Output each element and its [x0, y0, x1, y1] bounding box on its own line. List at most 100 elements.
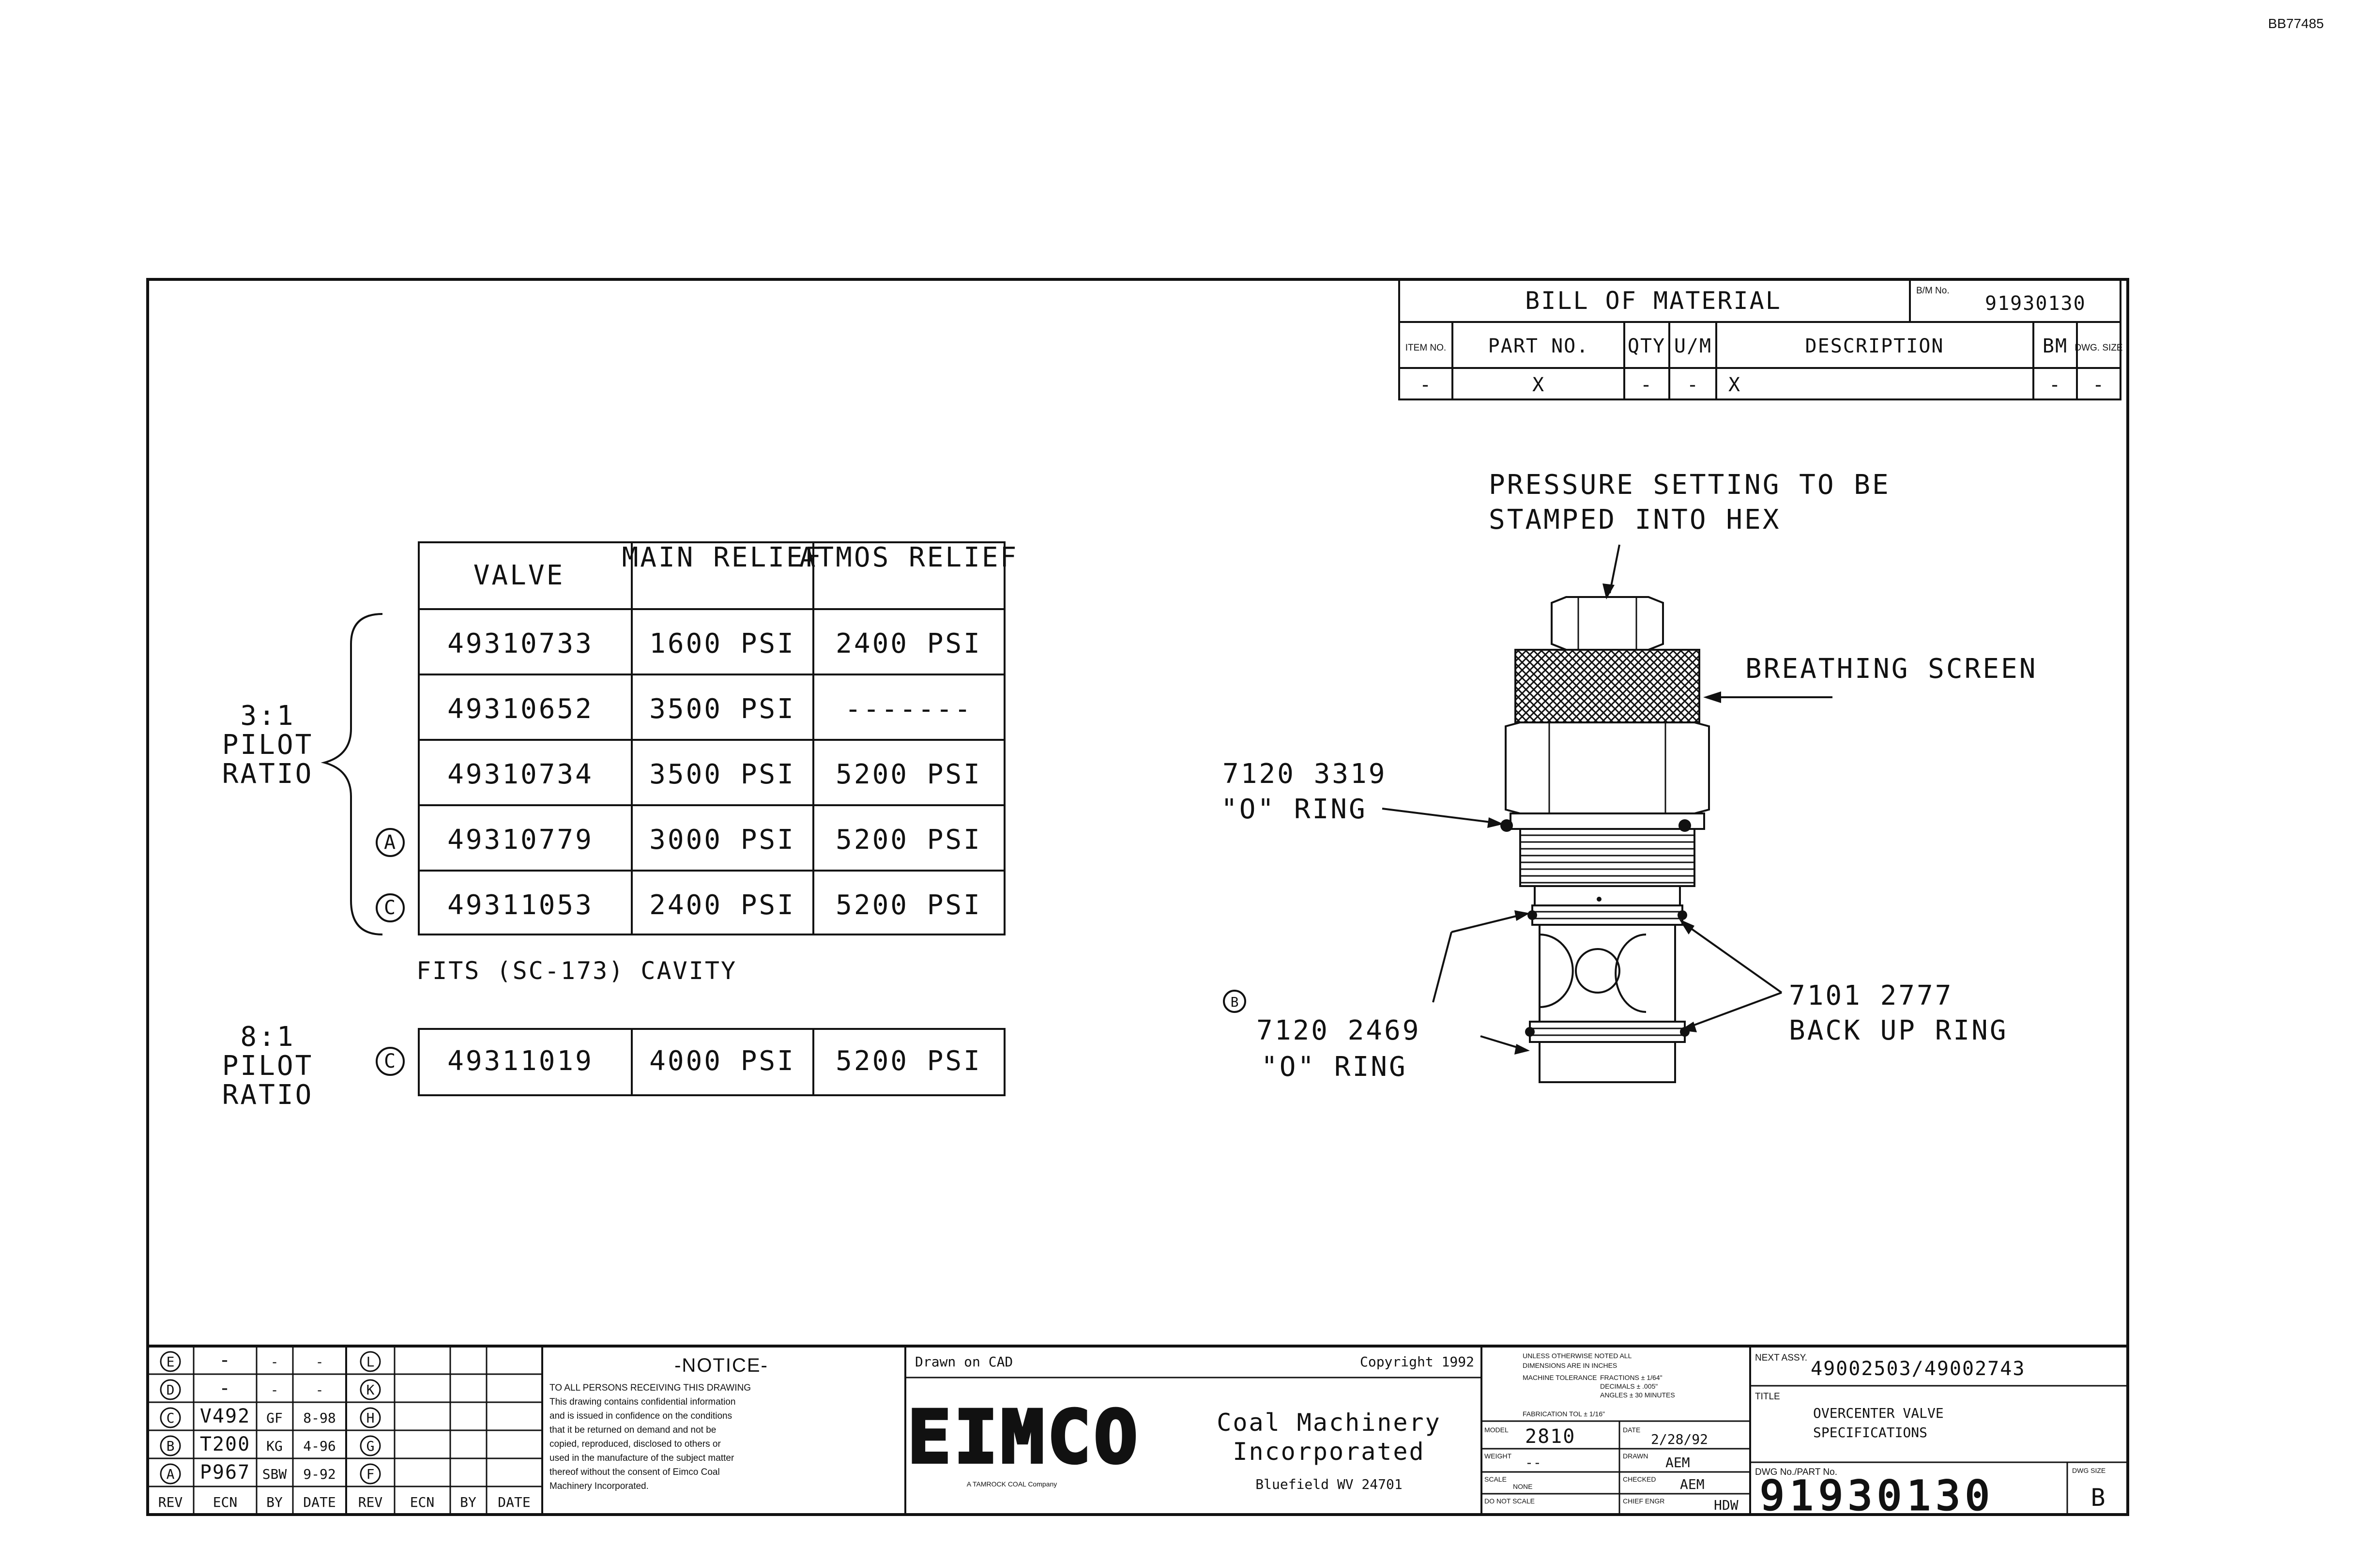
- revision-ecn: T200: [200, 1433, 250, 1455]
- revision-date: 9-92: [303, 1466, 336, 1482]
- notice-line: used in the manufacture of the subject m…: [549, 1453, 734, 1463]
- valve-number: 49310652: [447, 693, 594, 725]
- weight-value: --: [1525, 1455, 1541, 1470]
- notice-line: copied, reproduced, disclosed to others …: [549, 1439, 721, 1449]
- atmos-relief-value: 2400 PSI: [836, 628, 982, 659]
- drawing-border: [146, 278, 2129, 1516]
- bm-number-label: B/M No.: [1916, 286, 1950, 296]
- bom-title: BILL OF MATERIAL: [1525, 287, 1782, 315]
- dwg-size: B: [2090, 1484, 2106, 1512]
- revision-by: KG: [266, 1438, 283, 1454]
- notice-line: TO ALL PERSONS RECEIVING THIS DRAWING: [549, 1383, 751, 1393]
- ratio-31-line1: 3:1: [240, 700, 295, 732]
- revision-letter: E: [167, 1354, 175, 1370]
- pressure-callout-line2: STAMPED INTO HEX: [1489, 504, 1781, 536]
- next-assembly: 49002503/49002743: [1811, 1358, 2025, 1380]
- revision-ecn: -: [219, 1377, 231, 1399]
- title-line1: OVERCENTER VALVE: [1813, 1405, 1944, 1421]
- revision-footer-label: ECN: [213, 1494, 238, 1510]
- oring-top-number: 7120 3319: [1222, 758, 1387, 790]
- fabrication-tolerance: FABRICATION TOL ± 1/16": [1523, 1410, 1605, 1418]
- revision-circle: [360, 1379, 381, 1400]
- revision-by: -: [271, 1354, 279, 1370]
- group-brace: [320, 613, 383, 935]
- valve-cartridge-drawing: [1500, 596, 1710, 1083]
- bom-row-um: -: [1687, 374, 1699, 396]
- bill-of-material: BILL OF MATERIAL B/M No. 91930130 ITEM N…: [1398, 278, 2123, 400]
- ratio-31-line3: RATIO: [222, 758, 314, 790]
- revision-ecn: P967: [200, 1461, 250, 1484]
- notice-line: thereof without the consent of Eimco Coa…: [549, 1467, 720, 1477]
- company-name-line1: Coal Machinery: [1217, 1409, 1441, 1437]
- notice-line: Machinery Incorporated.: [549, 1481, 649, 1491]
- callouts: PRESSURE SETTING TO BE STAMPED INTO HEX …: [1221, 469, 2035, 1083]
- row-marker: A: [384, 831, 397, 854]
- revision-footer-label: REV: [158, 1494, 183, 1510]
- model-value: 2810: [1525, 1425, 1575, 1448]
- notice-line: that it be returned on demand and not be: [549, 1425, 716, 1435]
- bom-row-qty: -: [1640, 374, 1653, 396]
- revision-circle: [360, 1351, 381, 1372]
- copyright: Copyright 1992: [1360, 1354, 1474, 1370]
- dwg-number: 91930130: [1760, 1472, 1995, 1519]
- oring-bottom-number: 7120 2469: [1256, 1015, 1420, 1046]
- row-81-atmos-relief: 5200 PSI: [836, 1045, 982, 1077]
- drawn-label: DRAWN: [1623, 1452, 1648, 1460]
- revision-letter-right: L: [366, 1354, 375, 1370]
- drawing-title-block: NEXT ASSY. 49002503/49002743 TITLE OVERC…: [1749, 1346, 2128, 1520]
- bom-header-um: U/M: [1674, 335, 1712, 357]
- bom-row-description: X: [1728, 374, 1741, 396]
- checked-value: AEM: [1680, 1476, 1705, 1492]
- revision-footer-label: REV: [358, 1494, 383, 1510]
- revision-circle: [360, 1435, 381, 1456]
- do-not-scale: DO NOT SCALE: [1484, 1497, 1535, 1505]
- revision-date: -: [316, 1354, 324, 1370]
- machine-tolerance-label: MACHINE TOLERANCE: [1523, 1374, 1597, 1381]
- company-name-line2: Incorporated: [1233, 1438, 1425, 1466]
- row-marker-circle: [376, 828, 405, 857]
- revision-by: SBW: [262, 1466, 287, 1482]
- row-81-valve: 49311019: [447, 1045, 594, 1077]
- revision-letter: B: [167, 1438, 175, 1454]
- valve-header: VALVE: [473, 560, 565, 591]
- revision-circle: [360, 1463, 381, 1485]
- scale-value: NONE: [1513, 1483, 1532, 1490]
- revision-by: -: [271, 1382, 279, 1398]
- eimco-logo: EIMCO: [907, 1395, 1141, 1480]
- revision-letter-right: G: [366, 1438, 375, 1454]
- chief-engineer-value: HDW: [1714, 1497, 1739, 1513]
- bom-header-bm: BM: [2043, 335, 2068, 357]
- revision-footer-label: ECN: [410, 1494, 435, 1510]
- row-81-marker: C: [384, 1050, 397, 1072]
- revision-by: GF: [266, 1410, 283, 1426]
- bom-header-part: PART NO.: [1488, 335, 1589, 357]
- oring-bottom-label: "O" RING: [1261, 1051, 1407, 1083]
- company-location: Bluefield WV 24701: [1255, 1476, 1402, 1492]
- next-assembly-label: NEXT ASSY.: [1755, 1353, 1807, 1363]
- notice-line: and is issued in confidence on the condi…: [549, 1411, 732, 1421]
- bom-header-dwg-size: DWG. SIZE: [2075, 343, 2122, 353]
- revision-circle: [160, 1463, 181, 1485]
- atmos-relief-value: 5200 PSI: [836, 889, 982, 921]
- valve-number: 49310734: [447, 759, 594, 790]
- tolerance-note-line1: UNLESS OTHERWISE NOTED ALL: [1523, 1352, 1632, 1360]
- main-relief-header: MAIN RELIEF: [622, 542, 823, 573]
- oring-bottom-marker: B: [1231, 994, 1239, 1010]
- revision-ecn: V492: [200, 1405, 250, 1427]
- bom-header-qty: QTY: [1628, 335, 1665, 357]
- revision-circle: [160, 1351, 181, 1372]
- tolerance-block: UNLESS OTHERWISE NOTED ALL DIMENSIONS AR…: [1480, 1346, 1750, 1515]
- row-marker-circle: [376, 893, 405, 922]
- notice-block: -NOTICE- TO ALL PERSONS RECEIVING THIS D…: [541, 1346, 768, 1515]
- company-tagline: A TAMROCK COAL Company: [967, 1480, 1057, 1488]
- backup-ring-label: BACK UP RING: [1789, 1015, 2008, 1046]
- title-line2: SPECIFICATIONS: [1813, 1424, 1927, 1440]
- notice-title: -NOTICE-: [674, 1355, 768, 1376]
- revision-letter: D: [167, 1382, 175, 1398]
- notice-line: This drawing contains confidential infor…: [549, 1397, 735, 1407]
- dwg-number-label: DWG No./PART No.: [1755, 1467, 1837, 1477]
